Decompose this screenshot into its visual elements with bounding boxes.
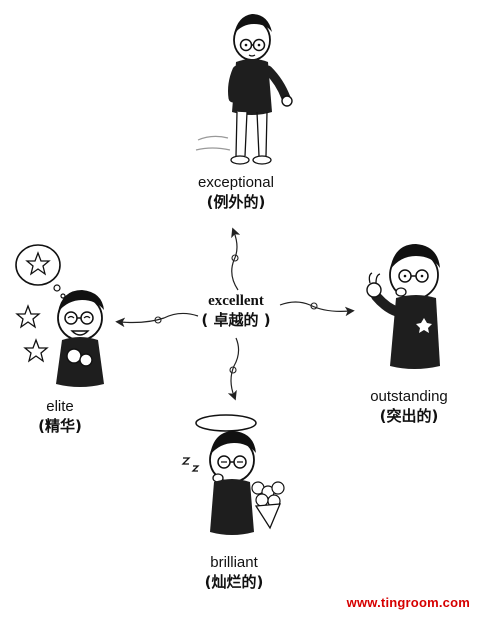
elite-label: elite (精华) — [20, 398, 100, 436]
outstanding-en: outstanding — [370, 388, 448, 405]
elite-cn: (精华) — [38, 417, 82, 435]
arrow-to-exceptional — [231, 227, 241, 291]
arrows — [115, 227, 355, 401]
arrow-to-brilliant — [227, 337, 240, 401]
outstanding-cn: (突出的) — [379, 407, 439, 425]
elite-en: elite — [46, 398, 74, 415]
arrow-to-outstanding — [279, 301, 355, 317]
brilliant-figure — [181, 414, 285, 535]
excellent-en: excellent — [208, 293, 264, 309]
elite-figure — [15, 244, 104, 387]
watermark-link[interactable]: www.tingroom.com — [346, 595, 470, 610]
brilliant-cn: (灿烂的) — [204, 573, 264, 591]
excellent-label: excellent ( 卓越的 ) — [176, 292, 296, 330]
exceptional-cn: (例外的) — [206, 193, 266, 211]
exceptional-figure — [195, 14, 293, 165]
outstanding-figure — [366, 244, 440, 369]
arrow-to-elite — [115, 312, 199, 328]
exceptional-en: exceptional — [198, 174, 274, 191]
outstanding-label: outstanding (突出的) — [354, 388, 464, 426]
exceptional-label: exceptional (例外的) — [174, 174, 298, 212]
excellent-cn: ( 卓越的 ) — [201, 311, 271, 329]
brilliant-en: brilliant — [210, 554, 258, 571]
brilliant-label: brilliant (灿烂的) — [184, 554, 284, 592]
